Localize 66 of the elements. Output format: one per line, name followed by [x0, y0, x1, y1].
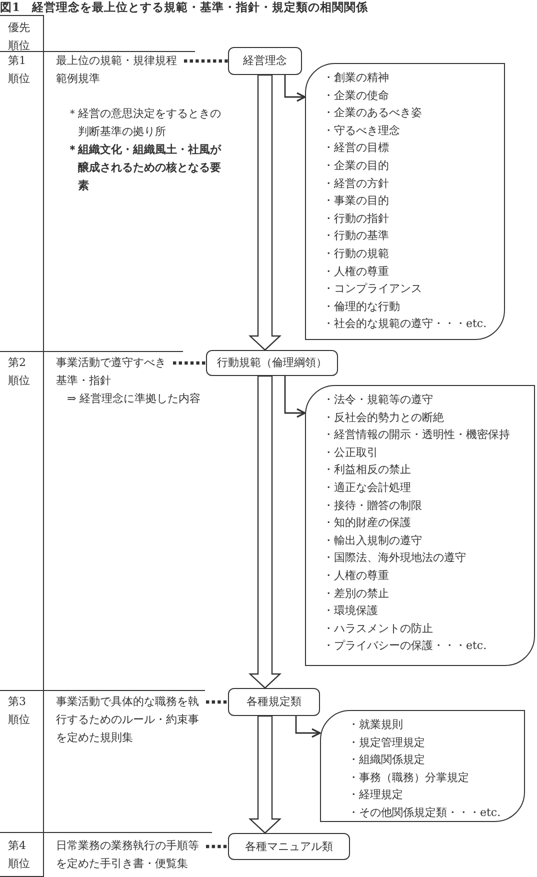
rank-label: 第2順位 [8, 355, 31, 389]
list-item: ・経理規定 [348, 787, 403, 804]
list-item: ・プライバシーの保護・・・etc. [323, 638, 487, 654]
description-text: 日常業務の業務執行の手順等を定めた手引き書・便覧集 [56, 837, 202, 873]
rank-label: 第1順位 [8, 53, 31, 87]
list-box [305, 63, 505, 340]
list-item: ・経営情報の開示・透明性・機密保持 [323, 427, 510, 444]
description-text: 事業活動で遵守すべき基準・指針 [56, 354, 169, 390]
rank-label: 第4順位 [8, 838, 31, 872]
description-text: 最上位の規範・規律規程範例規準 [56, 52, 180, 88]
arrow [295, 716, 321, 738]
list-item: ・国際法、海外現地法の遵守 [323, 550, 466, 566]
list-box [320, 710, 525, 822]
list-item: ・人権の尊重 [323, 568, 389, 584]
list-item: ・知的財産の保護 [323, 515, 411, 532]
rank-label: 第3順位 [8, 694, 31, 728]
arrow [284, 376, 306, 418]
list-item: ・行動の規範 [323, 246, 389, 262]
list-item: ・事業の目的 [323, 193, 389, 210]
hollow-arrow [248, 715, 282, 834]
list-item: ・行動の基準 [323, 228, 389, 244]
list-item: ・創業の精神 [323, 70, 389, 86]
list-item: ・企業の目的 [323, 158, 389, 174]
figure-title: 図1 経営理念を最上位とする規範・基準・指針・規定類の相関関係 [0, 0, 368, 14]
hollow-arrow [248, 375, 282, 689]
list-item: ・就業規則 [348, 717, 403, 733]
list-item: ・規定管理規定 [348, 734, 425, 751]
list-item: ・組織関係規定 [348, 752, 425, 768]
list-item: ・反社会的勢力との断絶 [323, 410, 444, 426]
list-item: ・その他関係規定類・・・etc. [348, 804, 501, 821]
list-item: ・経営の目標 [323, 140, 389, 156]
note-text: ⇒ 経営理念に準拠した内容 [67, 391, 201, 407]
rank-label: 優先順位 [8, 20, 31, 54]
list-item: ・社会的な規範の遵守・・・etc. [323, 316, 487, 332]
list-item: ・行動の指針 [323, 210, 389, 227]
list-item: ・企業のあるべき姿 [323, 105, 422, 122]
list-item: ・接待・贈答の制限 [323, 498, 422, 514]
description-text: 事業活動で具体的な職務を執行するためのルール・約束事を定めた規則集 [56, 693, 202, 747]
list-box [305, 385, 535, 666]
list-item: ・事務（職務）分掌規定 [348, 770, 469, 786]
list-item: ・倫理的な行動 [323, 298, 400, 315]
rounded-box: 行動規範（倫理綱領） [206, 350, 338, 376]
list-item: ・公正取引 [323, 444, 378, 461]
rounded-box: 各種マニュアル類 [228, 833, 350, 860]
rounded-box: 経営理念 [228, 47, 302, 75]
list-item: ・人権の尊重 [323, 264, 389, 280]
arrow [284, 75, 306, 102]
list-item: ・ハラスメントの防止 [323, 620, 433, 637]
list-item: ・輸出入規制の遵守 [323, 532, 422, 549]
list-item: ・利益相反の禁止 [323, 462, 411, 478]
note-text: ＊組織文化・組織風土・社風が醸成されるための核となる要素 [67, 142, 222, 194]
list-item: ・適正な会計処理 [323, 480, 411, 496]
rounded-box: 各種規定類 [228, 688, 320, 716]
list-item: ・法令・規範等の遵守 [323, 392, 433, 408]
dotted-connector [173, 361, 206, 365]
list-item: ・コンプライアンス [323, 281, 422, 298]
list-item: ・守るべき理念 [323, 122, 400, 139]
note-text: ＊経営の意思決定をするときの判断基準の拠り所 [67, 106, 222, 140]
list-item: ・環境保護 [323, 603, 378, 620]
list-item: ・差別の禁止 [323, 586, 389, 602]
dotted-connector [184, 59, 228, 63]
list-item: ・企業の使命 [323, 88, 389, 104]
list-item: ・経営の方針 [323, 176, 389, 192]
dotted-connector [206, 844, 228, 848]
dotted-connector [206, 700, 228, 704]
hollow-arrow [248, 74, 282, 351]
